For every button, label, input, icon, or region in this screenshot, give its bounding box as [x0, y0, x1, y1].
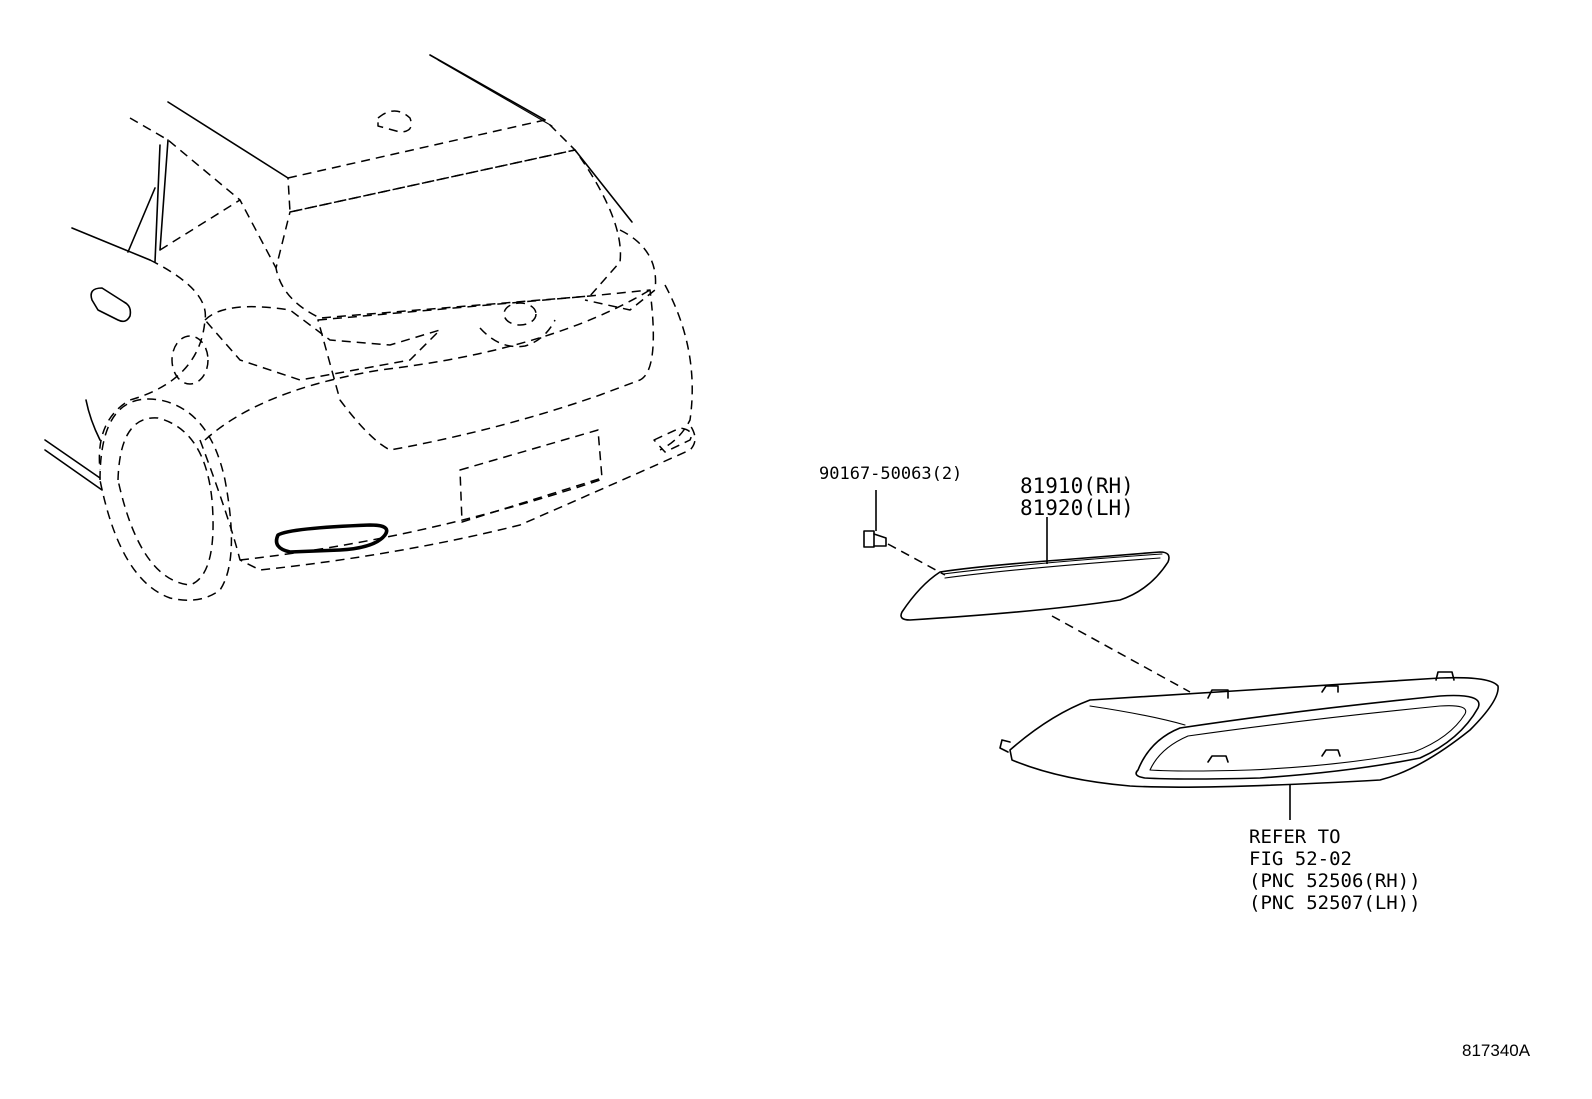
rear-tire [117, 417, 214, 586]
reflector-rh [653, 427, 692, 453]
bezel-tab-3 [1435, 671, 1455, 681]
bezel-tab-2 [1321, 685, 1339, 693]
license-plate-recess [459, 429, 603, 523]
reflector-edge-2 [942, 553, 1163, 575]
rear-corner [659, 284, 693, 451]
hatch-door [317, 289, 655, 451]
tail-lamp-rh [584, 229, 657, 311]
reflector-rh-part-label: 81910(RH) [1020, 474, 1134, 498]
bumper-crease [239, 479, 601, 561]
bumper-top [204, 289, 651, 441]
reflector-body [900, 551, 1170, 621]
rear-pillar [574, 149, 633, 223]
tail-lamp-lh [204, 305, 441, 381]
bumper-note-line1: REFER TO [1249, 826, 1341, 848]
door-sash [127, 187, 156, 253]
sill-curve [85, 399, 101, 441]
window-frame [154, 144, 161, 263]
bolt-head [863, 530, 875, 548]
rocker-line [44, 439, 101, 479]
roof-side-line [167, 101, 289, 179]
emblem [503, 302, 537, 326]
hatch-handle-recess [479, 319, 556, 348]
window-frame-inner [159, 139, 169, 251]
door-handle [90, 287, 132, 323]
bumper-note-line3: (PNC 52506(RH)) [1249, 870, 1421, 892]
roof-spoiler [287, 119, 576, 213]
bezel-clip [999, 739, 1011, 753]
bumper-note-line4: (PNC 52507(LH)) [1249, 892, 1421, 914]
illustration-id: 817340A [1462, 1041, 1531, 1060]
vehicle-illustration [44, 54, 696, 601]
reflector-edge [944, 557, 1161, 579]
bolt-part [863, 490, 946, 576]
bolt-shank [873, 533, 887, 547]
bezel-opening-outer [1135, 694, 1480, 780]
bezel-outer [1009, 676, 1499, 788]
roof-line-inner [437, 59, 553, 127]
bezel-tab-5 [1321, 749, 1341, 757]
wheel-arch [99, 398, 233, 601]
c-pillar [159, 199, 277, 269]
quarter-panel [98, 259, 207, 471]
door-top-edge [129, 117, 241, 201]
bumper-note-line2: FIG 52-02 [1249, 848, 1352, 870]
shark-fin-antenna [377, 110, 412, 133]
reflector-lh-part-label: 81920(LH) [1020, 496, 1134, 520]
bezel-opening-inner [1149, 705, 1467, 772]
reflector-part [900, 517, 1191, 693]
reflector-install-line [1051, 615, 1191, 693]
bolt-install-line [887, 543, 946, 576]
belt-line [71, 227, 151, 261]
rocker-line-lower [44, 449, 103, 491]
bumper-bezel-part [999, 671, 1499, 820]
bumper-lower [199, 424, 696, 571]
bezel-crease [1089, 705, 1186, 726]
bolt-part-number-label: 90167-50063(2) [819, 464, 963, 484]
rear-window [275, 149, 622, 319]
fuel-door [171, 335, 209, 385]
bezel-tab-1 [1207, 689, 1229, 699]
highlighted-reflector [274, 523, 389, 554]
bezel-tab-4 [1207, 755, 1229, 763]
